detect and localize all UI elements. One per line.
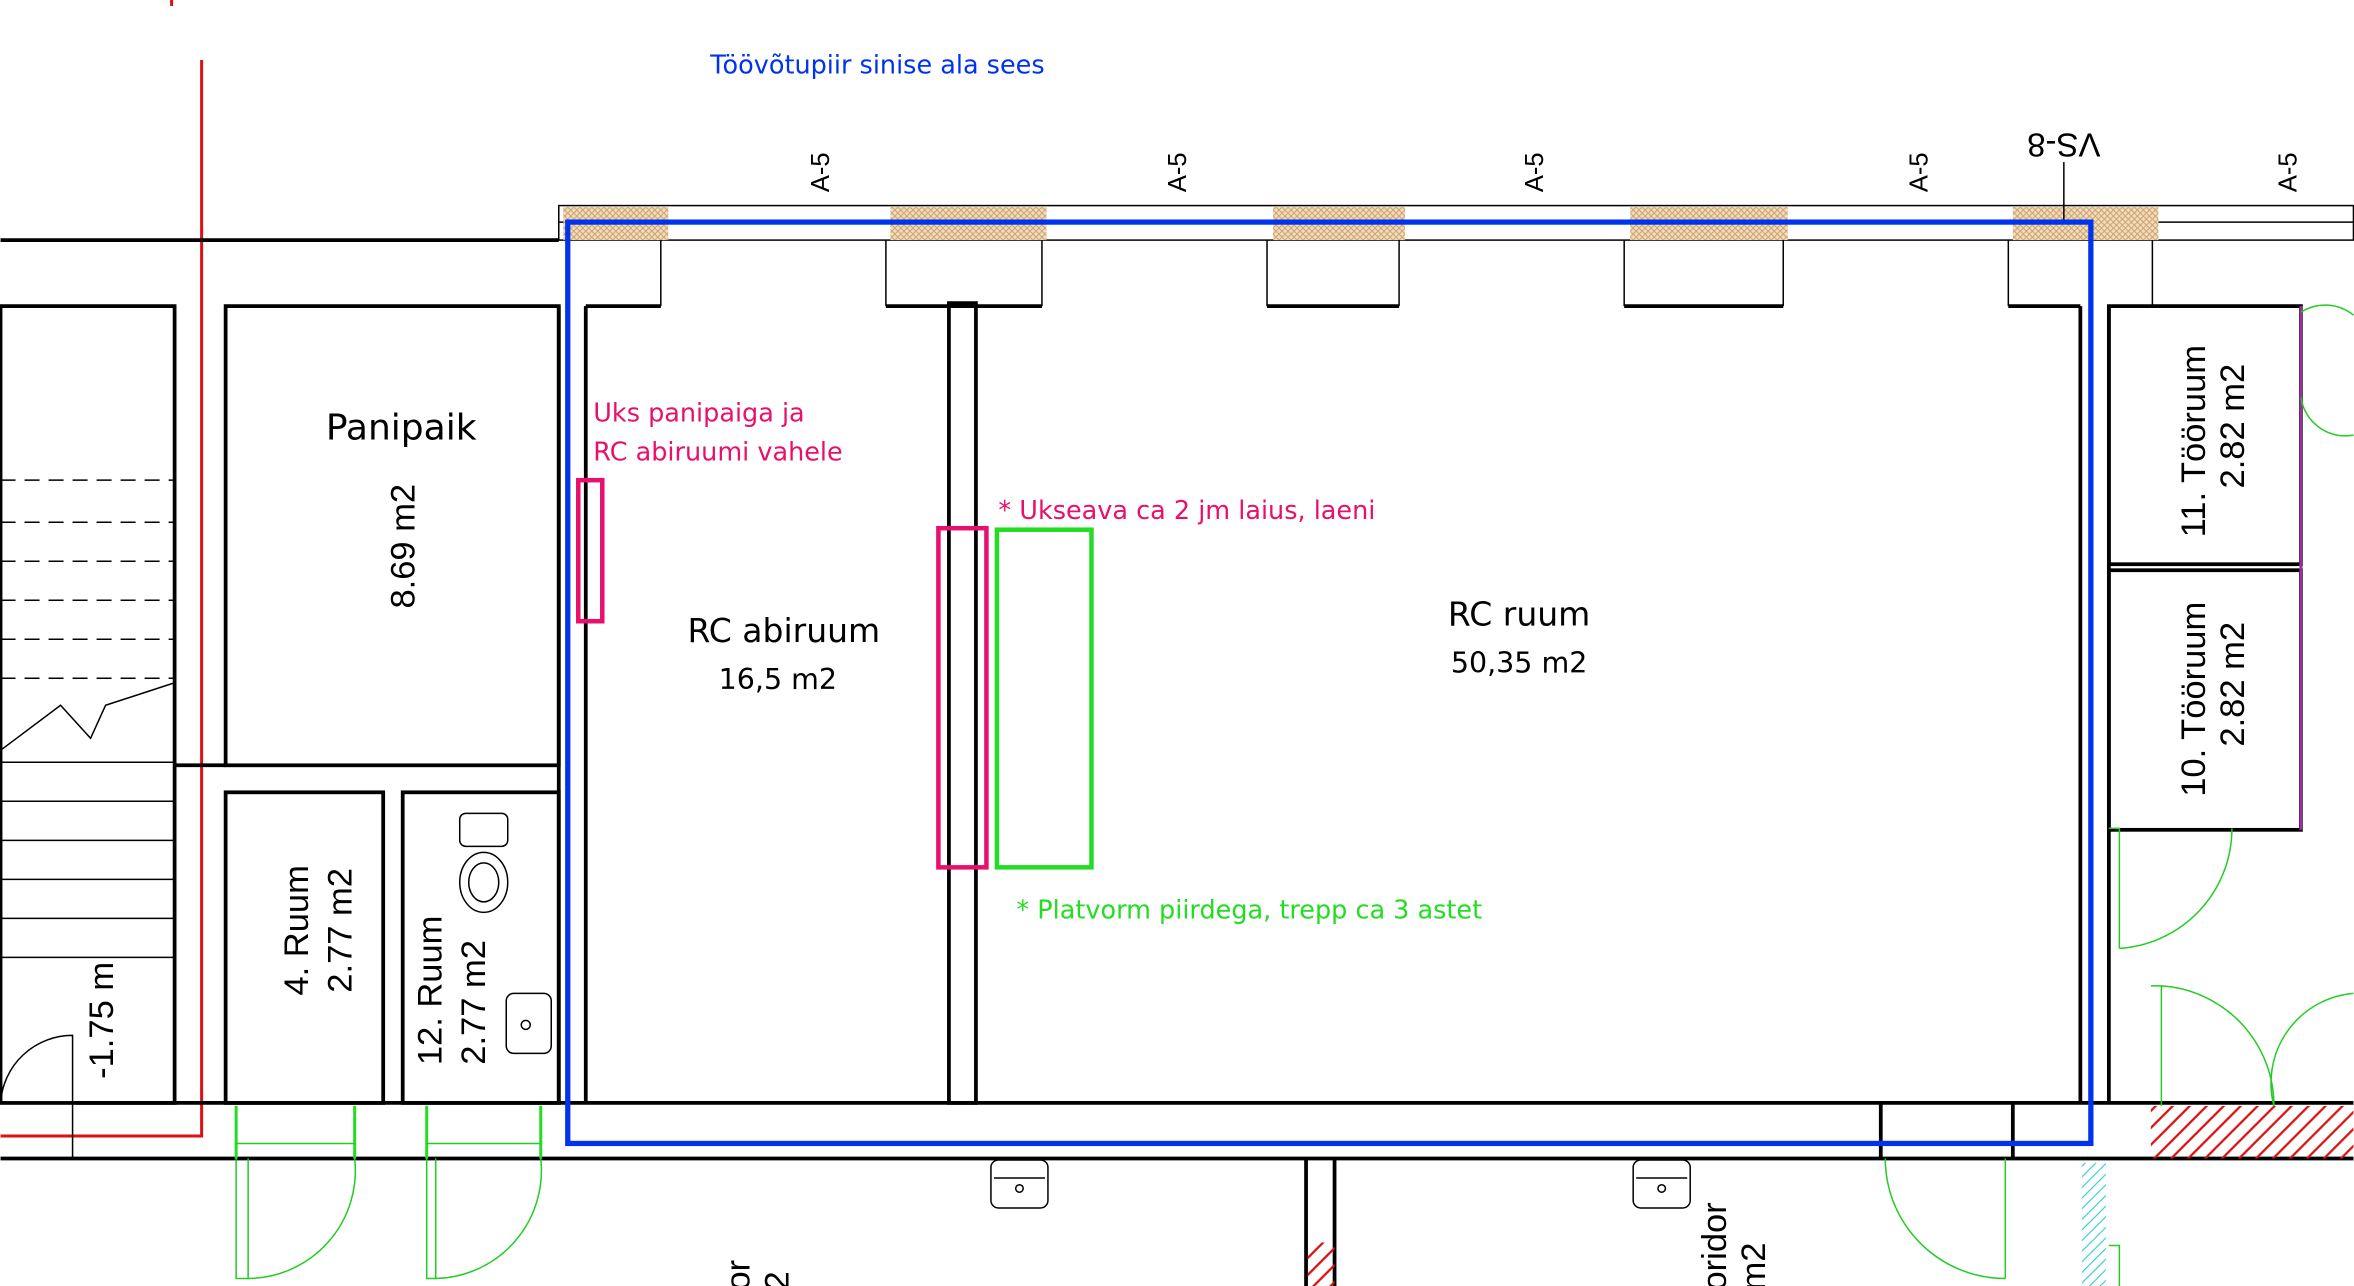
platform-note: * Platvorm piirdega, trepp ca 3 astet xyxy=(1016,895,1482,925)
room-name-rc-abiruum: RC abiruum xyxy=(687,611,880,650)
room-name-ruum12: 12. Ruum xyxy=(412,916,450,1066)
room-area-tooruum11: 2.82 m2 xyxy=(2214,364,2252,489)
room-area-tooruum10: 2.82 m2 xyxy=(2214,622,2252,747)
platform-marker xyxy=(994,527,1094,870)
sink-icon xyxy=(990,1159,1049,1209)
room-area-rc-abiruum: 16,5 m2 xyxy=(719,663,837,696)
corridor-right-area: m2 xyxy=(1735,1243,1773,1286)
axis-label: A-5 xyxy=(1164,152,1192,192)
contract-boundary xyxy=(565,219,2094,1147)
corridor-right-name: oridor xyxy=(1696,1202,1734,1286)
corridor-left-area: 2 xyxy=(758,1271,796,1286)
room-name-tooruum11: 11. Tööruum xyxy=(2175,345,2213,537)
door-note-line2: RC abiruumi vahele xyxy=(593,438,842,468)
door-swings xyxy=(234,304,2354,1286)
section-mark: VS-8 xyxy=(2027,127,2100,164)
sink-icon xyxy=(1632,1159,1691,1209)
walls xyxy=(0,301,2354,1286)
room-area-rc-ruum: 50,35 m2 xyxy=(1451,646,1588,679)
corridor-left-name: or xyxy=(719,1260,757,1286)
room-area-ruum12: 2.77 m2 xyxy=(455,940,493,1065)
room-name-ruum4: 4. Ruum xyxy=(278,865,316,995)
axis-label: A-5 xyxy=(1905,152,1933,192)
room-name-panipaik: Panipaik xyxy=(326,408,477,449)
toilet-icon xyxy=(458,812,509,914)
stair-level: -1.75 m xyxy=(83,962,121,1079)
red-boundary-line xyxy=(0,0,204,1138)
door-marker xyxy=(576,477,605,624)
room-name-rc-ruum: RC ruum xyxy=(1448,595,1590,634)
axis-label: A-5 xyxy=(807,152,835,192)
sink-icon xyxy=(505,992,553,1055)
opening-note: * Ukseava ca 2 jm laius, laeni xyxy=(998,496,1375,526)
opening-marker xyxy=(936,525,989,870)
room-name-tooruum10: 10. Tööruum xyxy=(2175,602,2213,797)
axis-label: A-5 xyxy=(1521,152,1549,192)
door-note-line1: Uks panipaiga ja xyxy=(593,399,804,429)
axis-label: A-5 xyxy=(2274,152,2302,192)
title-note: Töövõtupiir sinise ala sees xyxy=(709,51,1044,81)
room-area-panipaik: 8.69 m2 xyxy=(385,484,423,609)
room-area-ruum4: 2.77 m2 xyxy=(322,868,360,993)
